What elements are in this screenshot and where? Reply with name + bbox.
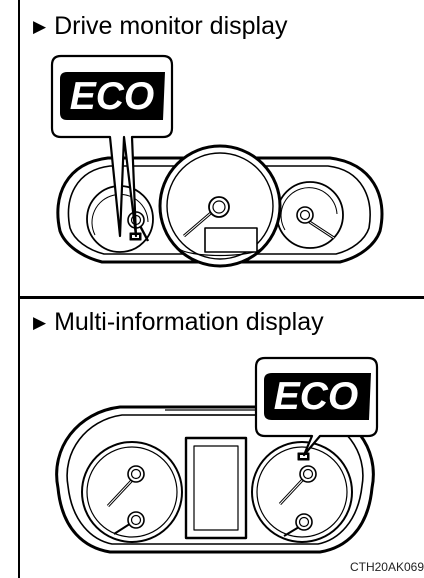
drive-monitor-heading-text: Drive monitor display <box>54 12 288 40</box>
center-gauge-hub <box>208 196 230 218</box>
page-frame <box>18 0 424 578</box>
triangle-bullet-icon: ▶ <box>33 313 47 332</box>
right-gauge-hub <box>296 206 314 224</box>
eco-badge-2 <box>264 373 371 420</box>
right-gauge-2 <box>251 441 353 543</box>
multi-info-heading-text: Multi-information display <box>54 308 324 336</box>
eco-callout-1: ECO <box>50 54 174 238</box>
multi-info-cluster-illustration <box>55 405 375 554</box>
triangle-bullet-icon: ▶ <box>33 17 47 36</box>
section-divider <box>18 296 424 299</box>
drive-monitor-heading: ▶ Drive monitor display <box>33 11 288 44</box>
drive-monitor-cluster-illustration <box>56 144 384 268</box>
multi-information-screen <box>184 436 248 540</box>
left-lower-hub <box>127 511 145 529</box>
left-gauge-2 <box>81 441 183 543</box>
left-upper-hub <box>127 465 145 483</box>
multi-info-heading: ▶ Multi-information display <box>33 307 324 340</box>
center-display-panel <box>204 227 258 253</box>
eco-badge-1 <box>60 72 165 120</box>
eco-badge-1-label: ECO <box>70 75 155 118</box>
eco-badge-2-label: ECO <box>274 375 359 418</box>
figure-code: CTH20AK069 <box>349 560 424 574</box>
eco-callout-2: ECO <box>254 356 379 457</box>
right-lower-hub <box>295 513 313 531</box>
right-upper-hub <box>299 465 317 483</box>
